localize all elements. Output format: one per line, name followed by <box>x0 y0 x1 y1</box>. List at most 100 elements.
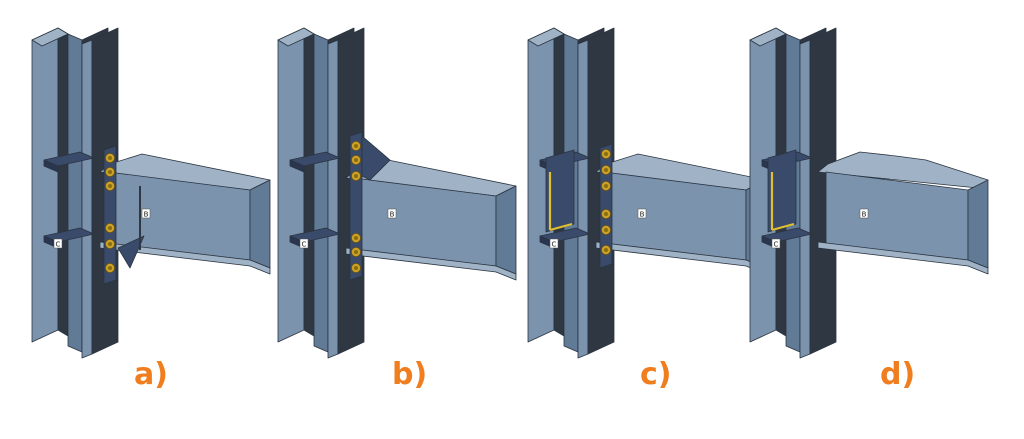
beam-tag-b-text: B <box>390 211 395 219</box>
bolt-0 <box>105 152 116 163</box>
bolt-nut <box>108 170 112 174</box>
column-web <box>67 33 83 353</box>
column-tag-b: C <box>299 238 309 249</box>
panel-d: CB <box>749 27 989 359</box>
column-tag-a: C <box>53 238 63 249</box>
column-top-cap <box>31 27 69 47</box>
bolt-nut <box>108 184 112 188</box>
bolt-nut <box>604 212 608 216</box>
column-tag-c-box <box>549 238 559 249</box>
bolt-4 <box>601 224 612 235</box>
bolt-nut <box>604 168 608 172</box>
bolt-nut <box>354 250 358 254</box>
column-right-flange-side <box>809 27 837 355</box>
column-right-flange <box>327 39 339 359</box>
caption-b: b) <box>392 357 428 392</box>
column-left-flange <box>31 27 59 343</box>
panel-b: CB <box>277 27 517 359</box>
bolt-5 <box>105 262 116 273</box>
panel-a: CB <box>31 27 271 359</box>
column-tag-b-text: C <box>302 241 307 249</box>
beam-tag-d-box <box>859 208 869 219</box>
column-left-flange <box>277 27 305 343</box>
column-tag-a-box <box>53 238 63 249</box>
beam-tag-c: B <box>637 208 647 219</box>
bolt-nut <box>108 226 112 230</box>
end-plate <box>103 145 117 285</box>
bolt-nut <box>604 152 608 156</box>
bolt-5 <box>601 244 612 255</box>
beam-tag-c-text: B <box>640 211 645 219</box>
bolt-nut <box>604 228 608 232</box>
beam-end-face <box>495 185 517 275</box>
continuity-plate-upper-edge <box>289 159 305 173</box>
beam-tag-a-text: B <box>144 211 149 219</box>
caption-a: a) <box>134 357 168 392</box>
bolt-2 <box>350 170 361 181</box>
bolt-nut <box>604 248 608 252</box>
bolt-1 <box>105 166 116 177</box>
column-top-cap <box>749 27 787 47</box>
bolt-3 <box>350 232 361 243</box>
column-web <box>313 33 329 353</box>
beam-tag-a: B <box>141 208 151 219</box>
bolt-nut <box>108 242 112 246</box>
bolt-nut <box>354 174 358 178</box>
web-doubler-plate <box>545 149 575 233</box>
bolt-4 <box>350 246 361 257</box>
column-right-flange <box>799 39 811 359</box>
bolt-0 <box>601 148 612 159</box>
web-doubler-plate <box>767 149 797 233</box>
column-top-cap <box>527 27 565 47</box>
beam-end-face <box>967 179 989 269</box>
column-tag-a-text: C <box>56 241 61 249</box>
beam-bottom-flange <box>817 241 989 275</box>
bolt-1 <box>350 154 361 165</box>
weld-line-bottom <box>771 222 795 232</box>
bolt-nut <box>354 266 358 270</box>
bolt-0 <box>350 140 361 151</box>
beam-tag-a-box <box>141 208 151 219</box>
beam-bottom-flange <box>345 247 517 281</box>
bolt-1 <box>601 164 612 175</box>
column-tag-b-box <box>299 238 309 249</box>
column-left-flange-edge <box>57 27 69 337</box>
column-tag-d-text: C <box>774 241 779 249</box>
end-plate <box>349 131 363 281</box>
column-right-flange <box>577 39 589 359</box>
beam-tag-d: B <box>859 208 869 219</box>
bolt-nut <box>604 184 608 188</box>
end-plate <box>599 143 613 269</box>
caption-c: c) <box>640 357 672 392</box>
beam-tag-d-text: B <box>862 211 867 219</box>
flange-stiffener <box>361 135 391 181</box>
column-tag-c: C <box>549 238 559 249</box>
bolt-3 <box>601 208 612 219</box>
bolt-nut <box>354 144 358 148</box>
continuity-plate-upper-edge <box>43 159 59 173</box>
bolt-4 <box>105 238 116 249</box>
bolt-2 <box>601 180 612 191</box>
column-tag-c-text: C <box>552 241 557 249</box>
caption-d: d) <box>880 357 916 392</box>
beam-bottom-flange <box>99 241 271 275</box>
column-tag-d-box <box>771 238 781 249</box>
bolt-nut <box>354 236 358 240</box>
bolt-3 <box>105 222 116 233</box>
haunch <box>117 235 145 269</box>
column-right-flange <box>81 39 93 359</box>
beam-end-face <box>249 179 271 269</box>
bolt-nut <box>108 266 112 270</box>
column-tag-d: C <box>771 238 781 249</box>
bolt-nut <box>354 158 358 162</box>
bolt-2 <box>105 180 116 191</box>
beam-tag-b: B <box>387 208 397 219</box>
column-left-flange-edge <box>303 27 315 337</box>
panel-c: CB <box>527 27 767 359</box>
bolt-5 <box>350 262 361 273</box>
beam-tag-c-box <box>637 208 647 219</box>
column-top-cap <box>277 27 315 47</box>
bolt-nut <box>108 156 112 160</box>
